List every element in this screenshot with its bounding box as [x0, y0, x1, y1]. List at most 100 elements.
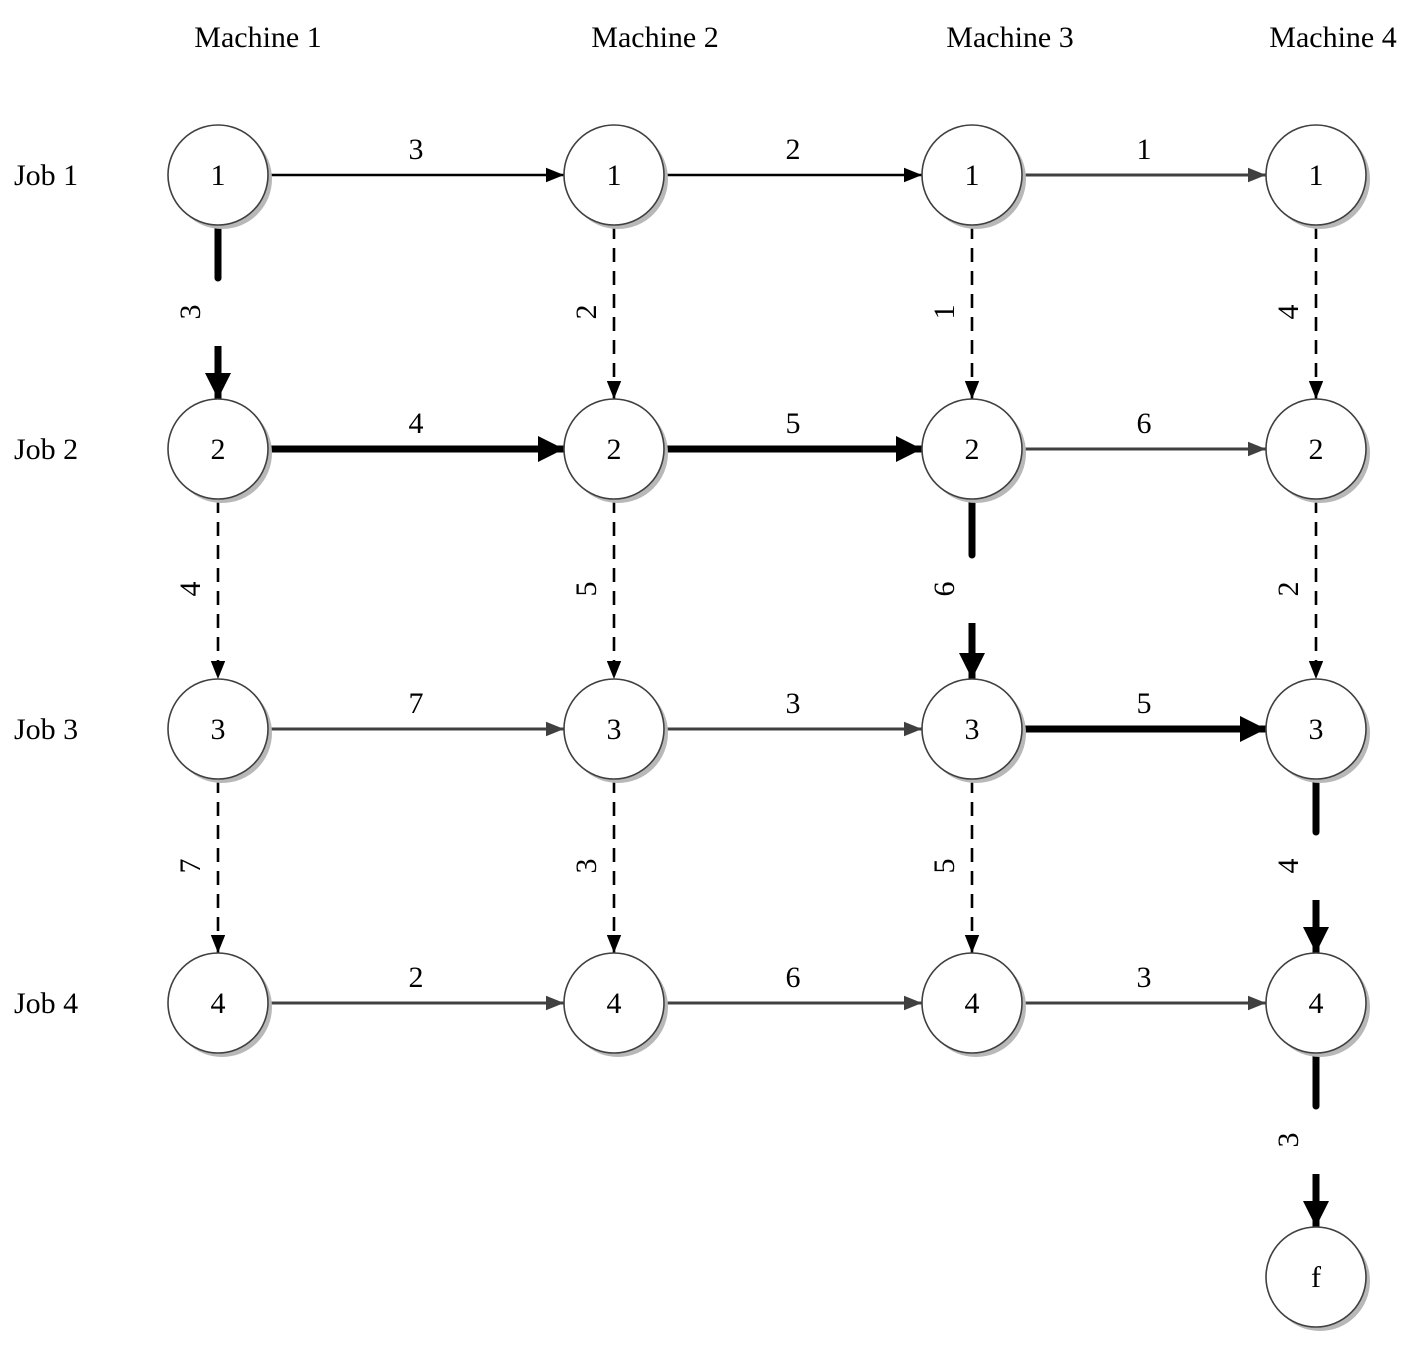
node-label: 3 [965, 713, 980, 746]
node-label: 3 [1309, 713, 1324, 746]
node-n24: 2 [1265, 398, 1370, 503]
node-label: 2 [211, 433, 226, 466]
job-label-1: Job 1 [14, 159, 78, 192]
job-label-2: Job 2 [14, 433, 78, 466]
node-circle [1265, 398, 1367, 500]
edge-weight-label: 5 [1137, 687, 1152, 720]
node-n44: 4 [1265, 952, 1370, 1057]
node-circle [921, 678, 1023, 780]
node-n31: 3 [167, 678, 272, 783]
edge-weight-label: 2 [1272, 582, 1305, 597]
node-circle [563, 124, 665, 226]
edge-weight-label: 3 [786, 687, 801, 720]
edge-n13-n14: 1 [1022, 133, 1266, 183]
edge-weight-label: 3 [1272, 1133, 1305, 1148]
edge-weight-label: 5 [786, 407, 801, 440]
edge-n43-n44: 3 [1022, 961, 1266, 1011]
edge-n21-n31: 4 [174, 499, 226, 679]
node-n34: 3 [1265, 678, 1370, 783]
machine-header-3: Machine 3 [946, 21, 1073, 54]
node-label: 3 [211, 713, 226, 746]
edge-weight-label: 3 [409, 133, 424, 166]
node-label: 4 [965, 987, 980, 1020]
edge-n22-n32: 5 [570, 499, 622, 679]
node-n42: 4 [563, 952, 668, 1057]
edge-n32-n33: 3 [664, 687, 922, 737]
edge-n41-n42: 2 [268, 961, 564, 1011]
edge-weight-label: 2 [409, 961, 424, 994]
edge-weight-label: 7 [174, 859, 207, 874]
edge-n23-n33: 6 [928, 495, 985, 679]
edge-weight-label: 5 [928, 859, 961, 874]
edge-weight-label: 3 [174, 305, 207, 320]
edge-n33-n34: 5 [1022, 687, 1266, 742]
node-circle [1265, 124, 1367, 226]
job-label-3: Job 3 [14, 713, 78, 746]
edge-n21-n22: 4 [268, 407, 564, 462]
node-circle [1265, 678, 1367, 780]
machine-header-2: Machine 2 [591, 21, 718, 54]
node-circle [167, 398, 269, 500]
node-circle [563, 678, 665, 780]
node-circle [921, 952, 1023, 1054]
edge-n13-n23: 1 [928, 225, 980, 399]
edge-n42-n43: 6 [664, 961, 922, 1011]
machine-header-1: Machine 1 [194, 21, 321, 54]
edge-n12-n13: 2 [664, 133, 922, 183]
node-label: 1 [211, 159, 226, 192]
node-circle [1265, 952, 1367, 1054]
edge-weight-label: 2 [570, 305, 603, 320]
node-f: f [1265, 1226, 1370, 1331]
node-n41: 4 [167, 952, 272, 1057]
edge-weight-label: 1 [928, 305, 961, 320]
edge-weight-label: 6 [928, 582, 961, 597]
node-n14: 1 [1265, 124, 1370, 229]
edge-weight-label: 6 [1137, 407, 1152, 440]
node-circle [921, 124, 1023, 226]
edge-weight-label: 4 [174, 582, 207, 597]
node-n21: 2 [167, 398, 272, 503]
node-circle [167, 952, 269, 1054]
node-n11: 1 [167, 124, 272, 229]
edge-weight-label: 2 [786, 133, 801, 166]
node-circle [1265, 1226, 1367, 1328]
node-circle [167, 124, 269, 226]
node-n43: 4 [921, 952, 1026, 1057]
job-label-4: Job 4 [14, 987, 78, 1020]
node-circle [563, 952, 665, 1054]
node-n23: 2 [921, 398, 1026, 503]
node-label: 4 [211, 987, 226, 1020]
node-label: 2 [607, 433, 622, 466]
node-n32: 3 [563, 678, 668, 783]
edge-weight-label: 7 [409, 687, 424, 720]
edge-n34-n44: 4 [1272, 775, 1329, 953]
edge-weight-label: 4 [409, 407, 424, 440]
edge-n31-n32: 7 [268, 687, 564, 737]
machine-header-4: Machine 4 [1269, 21, 1396, 54]
edge-weight-label: 6 [786, 961, 801, 994]
node-label: 1 [1309, 159, 1324, 192]
node-label: 4 [1309, 987, 1324, 1020]
edge-n44-f: 3 [1272, 1049, 1329, 1227]
edge-weight-label: 4 [1272, 305, 1305, 320]
edge-n11-n12: 3 [268, 133, 564, 183]
edge-weight-label: 4 [1272, 859, 1305, 874]
node-label: f [1311, 1261, 1321, 1294]
node-label: 2 [1309, 433, 1324, 466]
node-circle [563, 398, 665, 500]
edge-n24-n34: 2 [1272, 499, 1324, 679]
edge-n22-n23: 5 [664, 407, 922, 462]
node-n22: 2 [563, 398, 668, 503]
edge-weight-label: 5 [570, 582, 603, 597]
edge-weight-label: 1 [1137, 133, 1152, 166]
node-n12: 1 [563, 124, 668, 229]
node-circle [921, 398, 1023, 500]
edge-n14-n24: 4 [1272, 225, 1324, 399]
edge-n31-n41: 7 [174, 779, 226, 953]
node-n13: 1 [921, 124, 1026, 229]
node-label: 4 [607, 987, 622, 1020]
edge-n32-n42: 3 [570, 779, 622, 953]
